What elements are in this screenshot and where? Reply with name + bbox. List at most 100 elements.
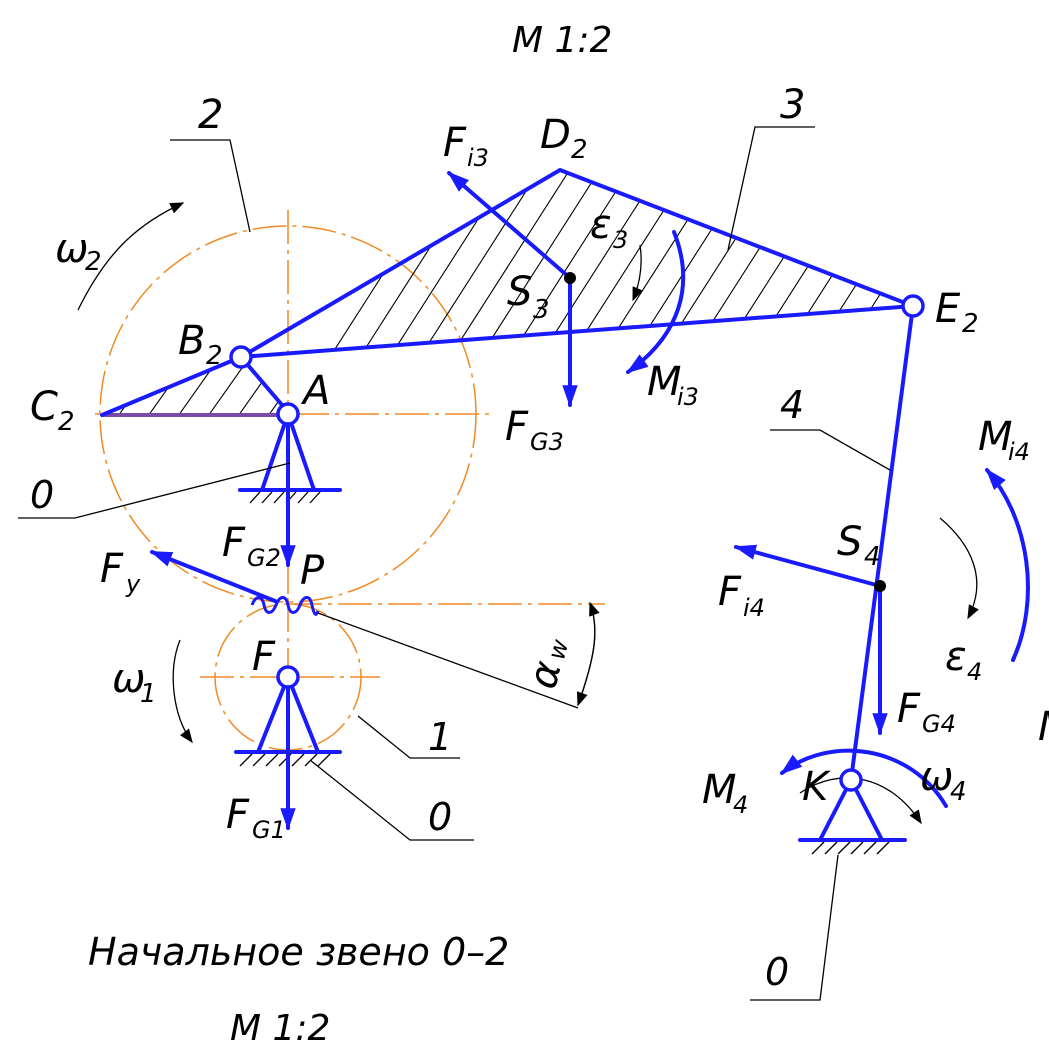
label-S4: S — [837, 519, 862, 565]
link-2 — [100, 355, 288, 417]
eps4-arrow — [939, 517, 979, 620]
label-link-3: 3 — [780, 82, 805, 128]
link-2-hatching — [102, 357, 288, 415]
labels: M 1:2 M 1:2 Начальное звено 0–2 2 3 4 1 … — [30, 20, 1049, 1045]
joint-E2 — [901, 294, 925, 318]
link-3 — [239, 168, 915, 359]
force-Fy-arrow — [149, 550, 277, 603]
label-D-sub: 2 — [571, 135, 588, 165]
label-K: K — [802, 764, 831, 810]
label-omega1-sub: 1 — [140, 679, 157, 709]
centroid-S3 — [564, 272, 576, 284]
leader-ground-left — [18, 462, 291, 519]
label-omega2: ω — [55, 226, 89, 272]
label-omega2-sub: 2 — [85, 247, 102, 277]
link-4 — [849, 304, 915, 782]
label-Fi4: F — [718, 569, 742, 615]
label-P: P — [300, 548, 325, 594]
leader-lines — [18, 126, 891, 1001]
label-E-sub: 2 — [962, 309, 979, 339]
omega2-arrow — [77, 202, 185, 311]
joint-B2 — [229, 345, 253, 369]
label-FG3: F — [505, 404, 529, 450]
label-Fi3: F — [443, 120, 467, 166]
eps3-arrow — [632, 244, 643, 302]
force-Fi3-arrow — [447, 171, 572, 280]
label-ground-right: 0 — [765, 950, 789, 994]
leader-link-4 — [770, 429, 891, 471]
label-omega4: ω — [920, 754, 954, 800]
label-Fy-sub: y — [125, 570, 141, 598]
label-B-sub: 2 — [206, 341, 223, 371]
label-alpha-w-sub: w — [542, 636, 574, 663]
caption: Начальное звено 0–2 — [88, 930, 509, 974]
label-eps3-sub: 3 — [613, 226, 628, 254]
label-Fy: F — [100, 546, 124, 592]
label-S4-sub: 4 — [864, 542, 881, 572]
scale-bottom: M 1:2 — [230, 1008, 330, 1045]
label-link-4: 4 — [780, 383, 804, 427]
label-FG2-sub: G2 — [247, 544, 281, 572]
link-4-bar — [849, 304, 915, 782]
leader-link-2 — [170, 139, 251, 233]
leader-link-3 — [727, 126, 815, 251]
forces — [149, 171, 888, 831]
label-FG1-sub: G1 — [252, 816, 286, 844]
force-Fi4-arrow — [733, 544, 882, 588]
centroid-S4 — [874, 580, 886, 592]
label-cut-M: M — [1038, 704, 1049, 750]
label-B: B — [178, 318, 205, 364]
scale-top: M 1:2 — [512, 20, 612, 61]
joints — [229, 272, 925, 792]
label-Mi4: M — [978, 414, 1013, 460]
moment-Mi4-arc — [985, 468, 1030, 662]
label-FG1: F — [226, 792, 250, 838]
label-FG4: F — [897, 686, 921, 732]
label-M4: M — [702, 767, 737, 813]
label-A: A — [300, 368, 330, 414]
moment-M4-arc — [780, 748, 948, 808]
label-omega4-sub: 4 — [950, 777, 967, 807]
label-Fi4-sub: i4 — [743, 594, 765, 622]
label-FG3-sub: G3 — [530, 428, 564, 456]
label-S3: S — [507, 269, 532, 315]
label-S3-sub: 3 — [533, 295, 550, 325]
label-omega1: ω — [112, 656, 146, 702]
kinematic-arrows — [77, 202, 979, 825]
label-eps4: ε — [945, 634, 967, 680]
label-eps3: ε — [590, 202, 612, 248]
omega4-arrow — [799, 777, 922, 825]
joint-A — [276, 402, 300, 426]
gear-mesh — [250, 596, 320, 616]
label-ground-mid: 0 — [428, 795, 452, 839]
leader-link-1 — [357, 715, 460, 759]
label-Mi4-sub: i4 — [1008, 438, 1030, 466]
label-eps4-sub: 4 — [967, 658, 982, 686]
label-Mi3: M — [647, 359, 682, 405]
label-M4-sub: 4 — [733, 791, 748, 819]
omega1-arrow — [172, 639, 193, 744]
alpha-w-arrow-up — [577, 601, 600, 706]
label-C-sub: 2 — [58, 407, 75, 437]
label-E: E — [935, 286, 961, 332]
label-D: D — [540, 112, 571, 158]
alpha-w-line — [317, 612, 579, 709]
joint-F — [276, 665, 300, 689]
label-link-1: 1 — [428, 715, 452, 759]
moments — [626, 230, 1030, 808]
label-Mi3-sub: i3 — [677, 383, 699, 411]
label-FG2: F — [222, 520, 246, 566]
leader-ground-mid — [309, 759, 474, 841]
label-link-2: 2 — [198, 92, 223, 138]
label-ground-left: 0 — [30, 473, 54, 517]
label-FG4-sub: G4 — [922, 710, 956, 738]
leader-ground-right — [750, 854, 839, 1001]
link-2-upper — [100, 355, 243, 417]
label-C: C — [30, 384, 58, 430]
label-F: F — [252, 634, 276, 680]
joint-K — [839, 768, 863, 792]
moment-Mi3-arc — [626, 230, 686, 374]
label-Fi3-sub: i3 — [467, 144, 489, 172]
